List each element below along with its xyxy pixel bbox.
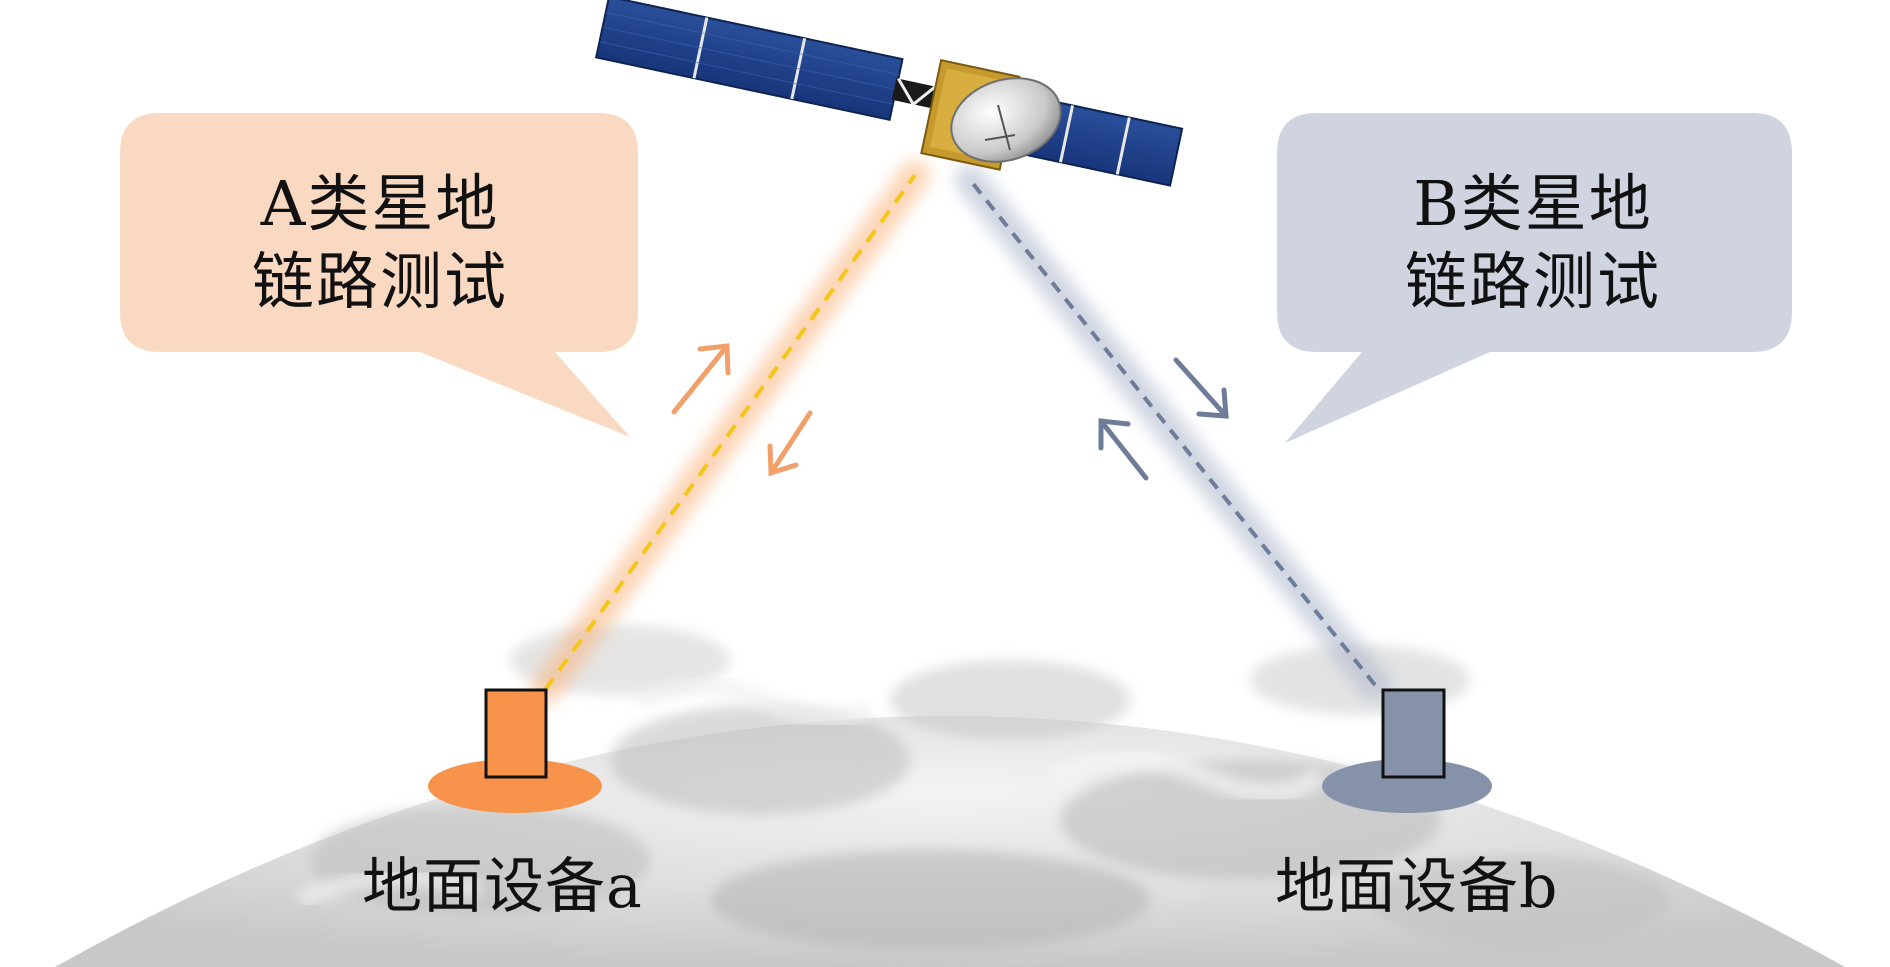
link-b-dashed-line [968, 178, 1377, 687]
uplink-arrow-a-icon [671, 343, 731, 415]
bubble-b-line1: B类星地 [1413, 167, 1653, 240]
link-a-dashed-line [543, 173, 917, 692]
ground-station-a [428, 688, 602, 813]
bubble-b-text: B类星地 链路测试 [1338, 165, 1728, 321]
bubble-a-line1: A类星地 [260, 167, 500, 240]
link-b [955, 165, 1390, 700]
ground-station-b [1322, 688, 1492, 813]
station-b-label: 地面设备b [1275, 852, 1559, 922]
bubble-a-text: A类星地 链路测试 [185, 165, 575, 321]
link-a [530, 160, 930, 705]
downlink-arrow-a-icon [767, 410, 813, 477]
satellite-icon [594, 0, 1184, 187]
uplink-arrow-b-icon [1098, 418, 1149, 481]
bubble-b-line2: 链路测试 [1404, 245, 1661, 318]
bubble-b [1277, 113, 1792, 443]
downlink-arrow-b-icon [1173, 357, 1229, 419]
bubble-a [120, 113, 638, 437]
station-a-label: 地面设备a [362, 852, 643, 922]
bubble-a-line2: 链路测试 [251, 245, 508, 318]
earth-globe [55, 625, 1845, 967]
